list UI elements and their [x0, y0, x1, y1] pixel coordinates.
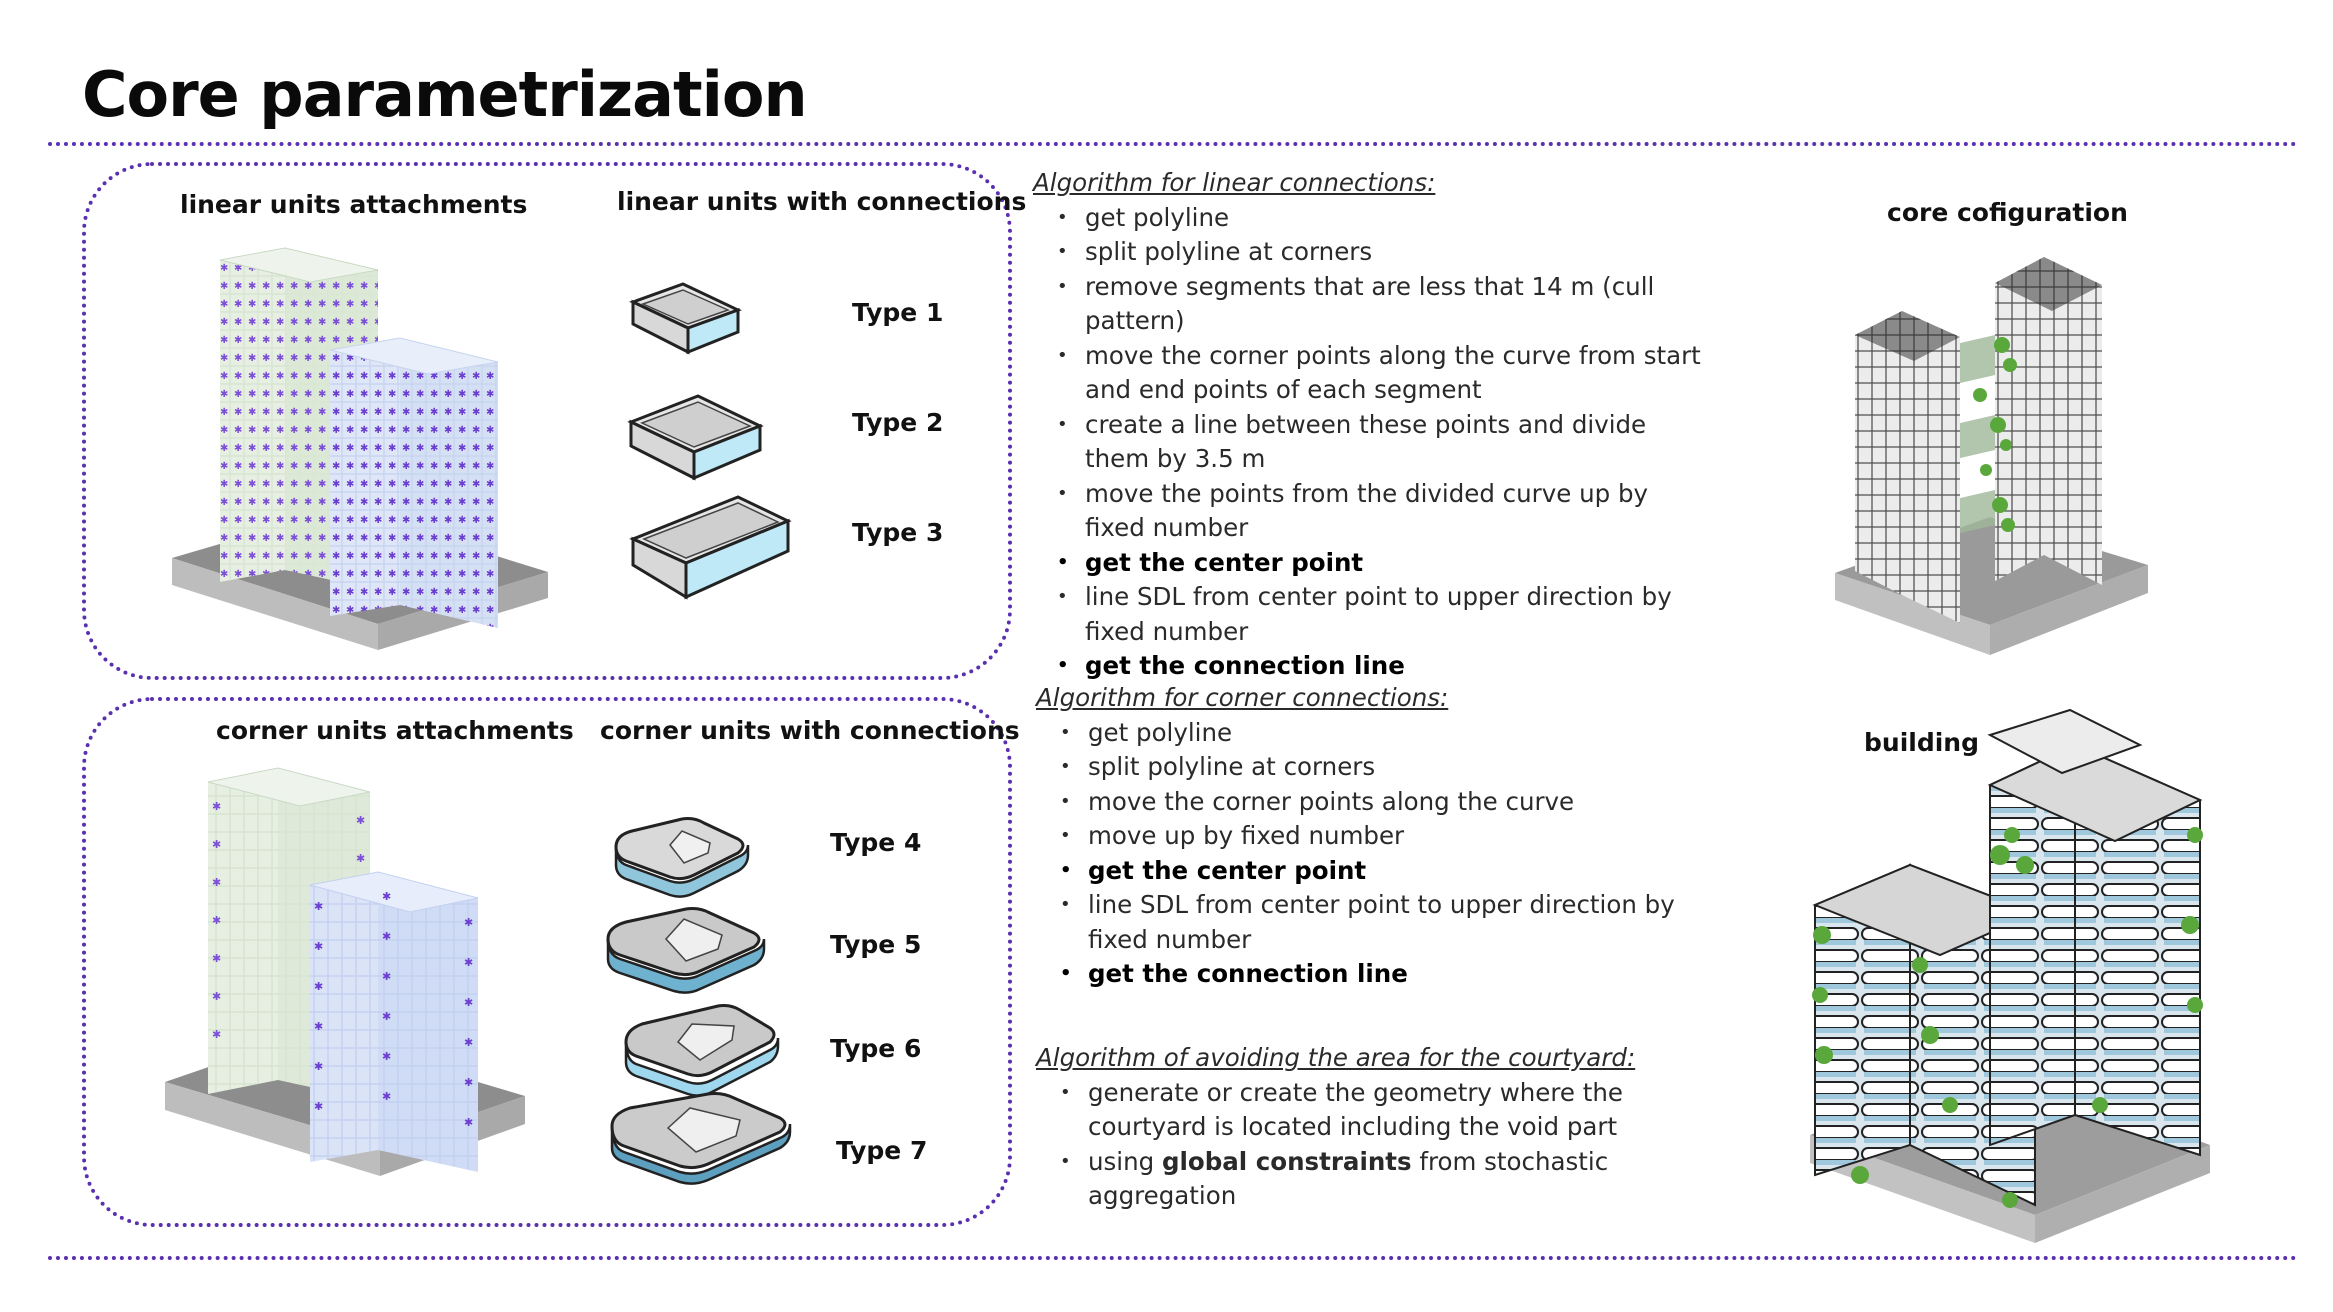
type-4-unit-icon	[614, 817, 750, 898]
bottom-divider	[48, 1256, 2298, 1260]
svg-text:✱: ✱	[464, 956, 473, 969]
corner-algorithm-block: Algorithm for corner connections: get po…	[1036, 681, 1676, 992]
list-item: line SDL from center point to upper dire…	[1033, 580, 1713, 649]
list-item: split polyline at corners	[1036, 750, 1676, 785]
list-item: get the center point	[1033, 546, 1713, 581]
step-emphasis: global constraints	[1161, 1146, 1412, 1176]
corner-units-tower-diagram: ✱✱✱✱✱✱✱ ✱✱✱✱✱✱✱ ✱✱✱✱✱✱ ✱✱✱✱✱✱ ✱✱✱✱✱✱	[165, 767, 525, 1176]
list-item: generate or create the geometry where th…	[1036, 1076, 1696, 1145]
corner-panel	[82, 697, 1012, 1227]
top-divider	[48, 142, 2298, 146]
svg-text:✱: ✱	[382, 930, 391, 943]
svg-text:✱: ✱	[464, 1116, 473, 1129]
corner-algorithm-steps: get polyline split polyline at corners m…	[1036, 716, 1676, 992]
courtyard-algorithm-block: Algorithm of avoiding the area for the c…	[1036, 1041, 1696, 1214]
list-item: move the points from the divided curve u…	[1033, 477, 1713, 546]
svg-text:✱: ✱	[382, 1090, 391, 1103]
building-diagram	[1810, 708, 2210, 1243]
list-item: remove segments that are less that 14 m …	[1033, 270, 1713, 339]
step-text: using	[1088, 1146, 1162, 1176]
svg-text:✱: ✱	[382, 970, 391, 983]
type-4-label: Type 4	[830, 828, 922, 857]
svg-text:✱: ✱	[464, 916, 473, 929]
step-text: from stochastic aggregation	[1088, 1146, 1609, 1211]
svg-text:✱: ✱	[382, 890, 391, 903]
list-item: using global constraints from stochastic…	[1036, 1145, 1696, 1214]
type-1-label: Type 1	[852, 298, 944, 327]
type-5-unit-icon	[606, 907, 766, 994]
svg-text:✱: ✱	[314, 1020, 323, 1033]
list-item: get the connection line	[1033, 649, 1713, 684]
corner-attachments-label: corner units attachments	[216, 716, 574, 745]
svg-text:✱: ✱	[382, 1010, 391, 1023]
list-item: get the center point	[1036, 854, 1676, 889]
svg-text:✱: ✱	[212, 990, 221, 1003]
building-label: building	[1864, 728, 1979, 757]
svg-text:✱: ✱	[464, 996, 473, 1009]
svg-text:✱: ✱	[314, 1100, 323, 1113]
type-5-label: Type 5	[830, 930, 922, 959]
type-7-label: Type 7	[836, 1136, 928, 1165]
linear-algorithm-steps: get polyline split polyline at corners r…	[1033, 201, 1713, 684]
svg-text:✱: ✱	[356, 852, 365, 865]
type-2-label: Type 2	[852, 408, 944, 437]
linear-panel	[82, 162, 1012, 680]
linear-connections-label: linear units with connections	[617, 187, 1027, 216]
linear-algorithm-title: Algorithm for linear connections:	[1033, 168, 1436, 197]
courtyard-algorithm-title: Algorithm of avoiding the area for the c…	[1036, 1043, 1636, 1072]
svg-text:✱: ✱	[212, 800, 221, 813]
list-item: move the corner points along the curve	[1036, 785, 1676, 820]
corner-algorithm-title: Algorithm for corner connections:	[1036, 683, 1449, 712]
svg-text:✱: ✱	[212, 1028, 221, 1041]
list-item: get polyline	[1033, 201, 1713, 236]
type-7-unit-icon	[610, 1092, 792, 1185]
linear-algorithm-block: Algorithm for linear connections: get po…	[1033, 166, 1713, 684]
svg-text:✱: ✱	[212, 914, 221, 927]
svg-text:✱: ✱	[382, 1050, 391, 1063]
svg-text:✱: ✱	[356, 814, 365, 827]
list-item: get the connection line	[1036, 957, 1676, 992]
courtyard-algorithm-steps: generate or create the geometry where th…	[1036, 1076, 1696, 1214]
list-item: create a line between these points and d…	[1033, 408, 1713, 477]
type-6-unit-icon	[624, 1004, 780, 1097]
list-item: split polyline at corners	[1033, 235, 1713, 270]
svg-text:✱: ✱	[464, 1036, 473, 1049]
page-title: Core parametrization	[82, 58, 808, 131]
svg-text:✱: ✱	[314, 980, 323, 993]
linear-attachments-label: linear units attachments	[180, 190, 528, 219]
type-2-unit-icon	[627, 394, 764, 481]
type-6-label: Type 6	[830, 1034, 922, 1063]
list-item: move the corner points along the curve f…	[1033, 339, 1713, 408]
svg-text:✱: ✱	[212, 876, 221, 889]
type-3-unit-icon	[629, 495, 792, 600]
corner-connections-label: corner units with connections	[600, 716, 1020, 745]
type-1-unit-icon	[629, 282, 742, 355]
type-3-label: Type 3	[852, 518, 944, 547]
svg-text:✱: ✱	[212, 838, 221, 851]
linear-units-tower-diagram: ✱ ✱	[172, 247, 548, 650]
svg-text:✱: ✱	[314, 900, 323, 913]
svg-text:✱: ✱	[314, 1060, 323, 1073]
list-item: move up by fixed number	[1036, 819, 1676, 854]
list-item: get polyline	[1036, 716, 1676, 751]
svg-text:✱: ✱	[464, 1076, 473, 1089]
core-configuration-diagram	[1835, 257, 2148, 655]
list-item: line SDL from center point to upper dire…	[1036, 888, 1676, 957]
svg-text:✱: ✱	[212, 952, 221, 965]
svg-text:✱: ✱	[314, 940, 323, 953]
core-configuration-label: core cofiguration	[1887, 198, 2128, 227]
